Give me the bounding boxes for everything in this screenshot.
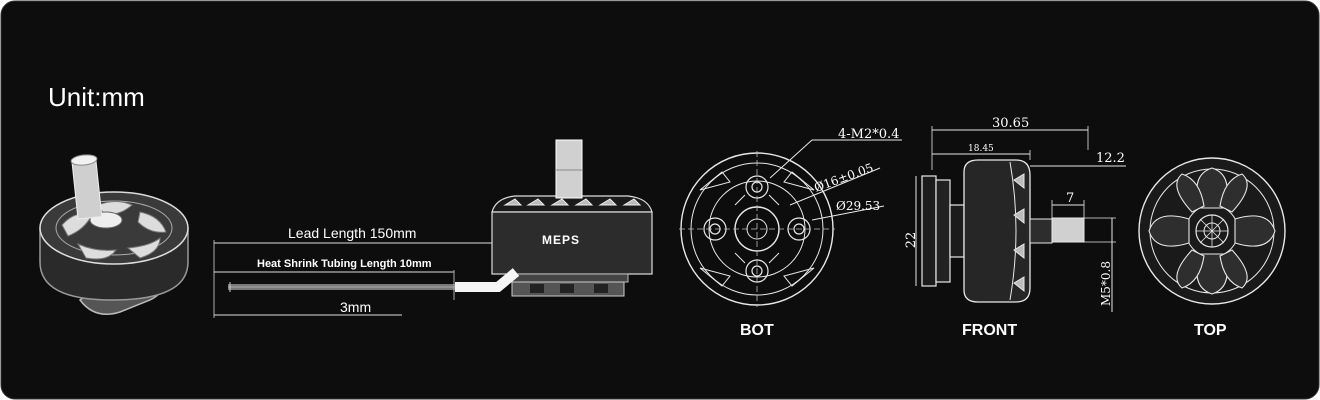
body-length-label: 18.45 <box>968 144 994 154</box>
unit-title: Unit:mm <box>48 82 145 112</box>
shaft-length-label: 12.2 <box>1096 151 1125 166</box>
top-view-caption: TOP <box>1194 322 1227 339</box>
outer-diameter-label: Ø29.53 <box>836 199 880 213</box>
motor-render-3d <box>39 154 189 315</box>
brand-logo: MEPS <box>542 233 580 247</box>
top-view-drawing <box>1138 157 1286 305</box>
overall-length-label: 30.65 <box>992 116 1029 131</box>
shaft-segment-label: 7 <box>1066 191 1074 206</box>
thread-label: M5*0.8 <box>1099 261 1113 306</box>
height-label: 22 <box>904 232 919 249</box>
strip-length-label: 3mm <box>340 299 371 315</box>
side-view-drawing <box>213 139 653 318</box>
bottom-view-caption: BOT <box>740 322 774 339</box>
lead-length-label: Lead Length 150mm <box>288 225 416 241</box>
front-view-drawing <box>915 126 1126 312</box>
screw-spec-label: 4-M2*0.4 <box>838 127 899 142</box>
heat-shrink-label: Heat Shrink Tubing Length 10mm <box>257 258 432 270</box>
front-view-caption: FRONT <box>962 322 1017 339</box>
bottom-view-drawing <box>679 139 902 307</box>
